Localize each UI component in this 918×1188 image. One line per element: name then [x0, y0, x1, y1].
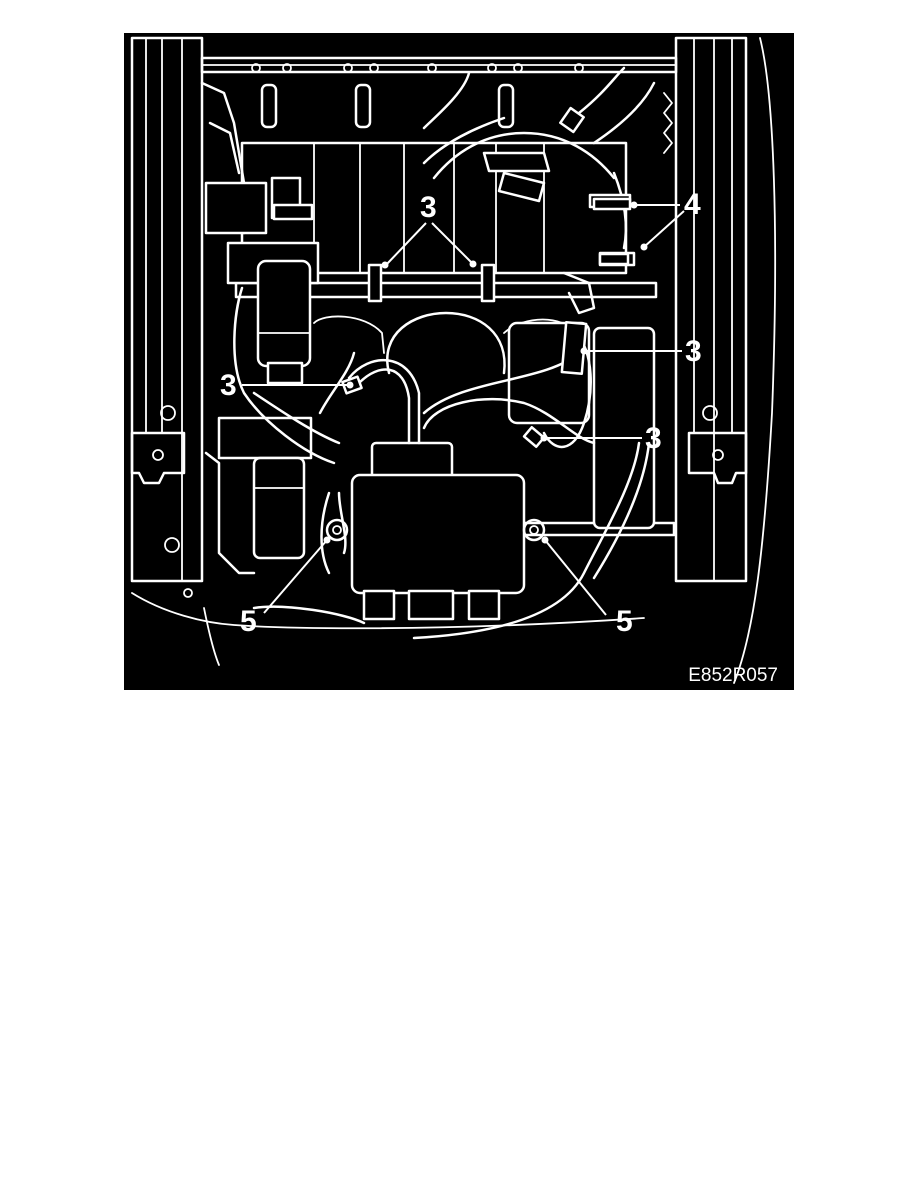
callout-3-top: 3 [420, 191, 437, 224]
figure-id-label: E852R057 [688, 665, 778, 686]
seat-wiring-diagram: 3 4 3 3 3 5 5 E852R057 [124, 33, 794, 690]
wiring-harness [233, 66, 656, 640]
callout-5-left: 5 [240, 605, 257, 638]
callout-3-right-lower: 3 [645, 422, 662, 455]
callout-5-right: 5 [616, 605, 633, 638]
callout-leaders [242, 201, 685, 616]
seat-frame [130, 36, 777, 684]
callout-3-left: 3 [220, 369, 237, 402]
callout-4: 4 [684, 188, 701, 221]
callout-3-right-upper: 3 [685, 335, 702, 368]
seat-components [200, 81, 656, 621]
